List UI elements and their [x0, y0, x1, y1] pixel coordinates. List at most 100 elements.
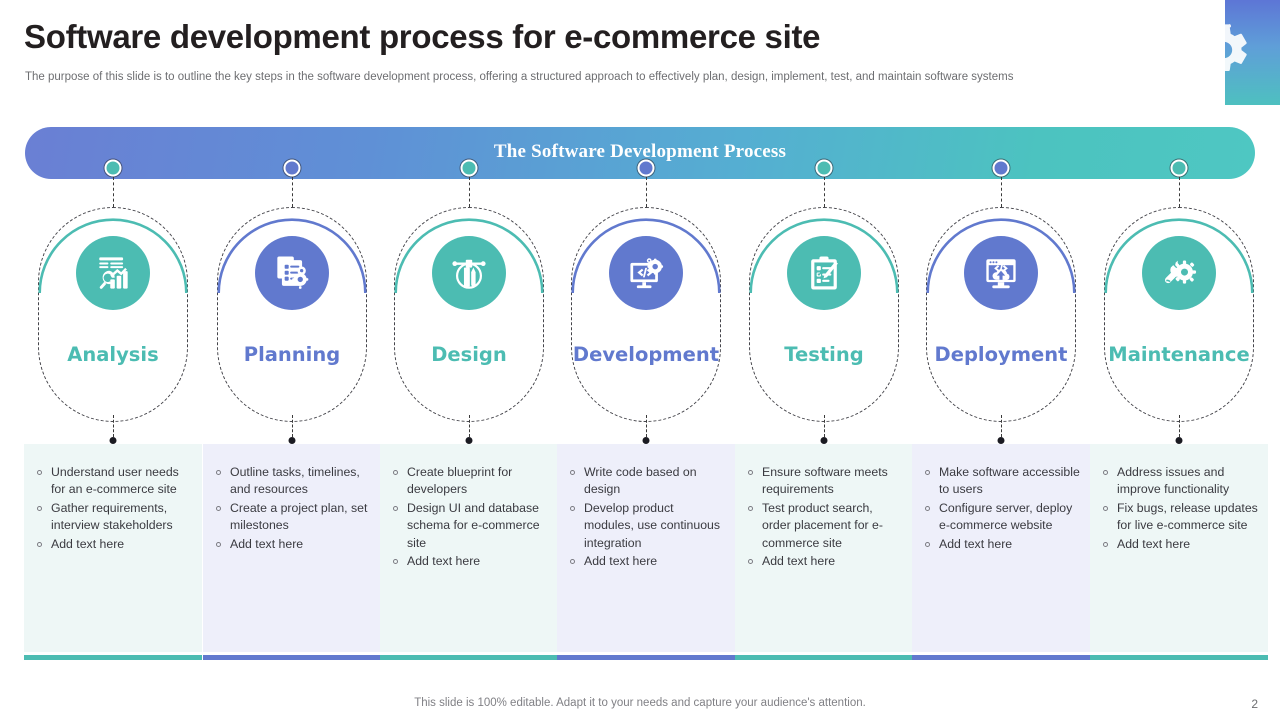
- banner-connector-dot: [283, 159, 301, 177]
- stage-label: Analysis: [67, 343, 159, 366]
- stage-card-accent-bar: [380, 655, 558, 660]
- page-subtitle: The purpose of this slide is to outline …: [25, 71, 1014, 83]
- stage-bullet-item: Add text here: [1098, 536, 1258, 553]
- connector-dashed-line: [1001, 177, 1002, 207]
- stage-bullet-item: Create a project plan, set milestones: [211, 500, 371, 535]
- banner-connector-dot: [104, 159, 122, 177]
- analysis-chart-magnifier-icon: [76, 236, 150, 310]
- card-dashed-line: [824, 415, 825, 437]
- connector-dashed-line: [292, 177, 293, 207]
- stage-bullet-item: Add text here: [32, 536, 192, 553]
- stage-bullet-item: Test product search, order placement for…: [743, 500, 903, 552]
- card-dashed-line: [292, 415, 293, 437]
- page-number: 2: [1251, 697, 1258, 711]
- stage-label: Maintenance: [1108, 343, 1250, 366]
- stage-bullet-item: Write code based on design: [565, 464, 725, 499]
- stage-label: Design: [431, 343, 507, 366]
- stage-card-accent-bar: [912, 655, 1090, 660]
- stage-oval-top-arc: [571, 218, 721, 293]
- card-dashed-line: [1001, 415, 1002, 437]
- stage-label: Development: [572, 343, 720, 366]
- stage-oval-top-arc: [926, 218, 1076, 293]
- banner-connector-dot: [992, 159, 1010, 177]
- stage-bullet-item: Add text here: [920, 536, 1080, 553]
- stage-bullet-item: Make software accessible to users: [920, 464, 1080, 499]
- stage-bullet-item: Create blueprint for developers: [388, 464, 548, 499]
- stage-bullet-item: Add text here: [565, 553, 725, 570]
- stage-card-body: Address issues and improve functionality…: [1090, 444, 1268, 652]
- stage-bullet-item: Configure server, deploy e-commerce webs…: [920, 500, 1080, 535]
- ruler-pen-design-icon: [432, 236, 506, 310]
- process-banner-title: The Software Development Process: [493, 141, 787, 162]
- card-connector-dot: [109, 437, 117, 444]
- stage-oval-top-arc: [1104, 218, 1254, 293]
- stage-card-body: Understand user needs for an e-commerce …: [24, 444, 202, 652]
- page-title: Software development process for e-comme…: [24, 18, 821, 55]
- stage-bullet-item: Add text here: [211, 536, 371, 553]
- stage-bullet-item: Add text here: [743, 553, 903, 570]
- card-dashed-line: [469, 415, 470, 437]
- card-dashed-line: [113, 415, 114, 437]
- footer-note: This slide is 100% editable. Adapt it to…: [414, 697, 866, 709]
- stage-bullet-item: Understand user needs for an e-commerce …: [32, 464, 192, 499]
- stage-oval-top-arc: [394, 218, 544, 293]
- stage-card[interactable]: Address issues and improve functionality…: [1090, 415, 1268, 666]
- gear-icon: [1196, 22, 1252, 78]
- stage-bullet-item: Develop product modules, use continuous …: [565, 500, 725, 552]
- card-connector-dot: [465, 437, 473, 444]
- card-connector-dot: [1175, 437, 1183, 444]
- monitor-cloud-upload-icon: [964, 236, 1038, 310]
- connector-dashed-line: [824, 177, 825, 207]
- stage-bullet-item: Address issues and improve functionality: [1098, 464, 1258, 499]
- card-dashed-line: [1179, 415, 1180, 437]
- stage-bullet-item: Outline tasks, timelines, and resources: [211, 464, 371, 499]
- connector-dashed-line: [113, 177, 114, 207]
- card-connector-dot: [820, 437, 828, 444]
- banner-connector-dot: [1170, 159, 1188, 177]
- wrench-gear-icon: [1142, 236, 1216, 310]
- banner-connector-dot: [637, 159, 655, 177]
- stage-label: Planning: [243, 343, 341, 366]
- card-connector-dot: [642, 437, 650, 444]
- stage-bullet-item: Fix bugs, release updates for live e-com…: [1098, 500, 1258, 535]
- stage-oval-outline: [1104, 207, 1254, 422]
- stage-card-accent-bar: [1090, 655, 1268, 660]
- connector-dashed-line: [1179, 177, 1180, 207]
- stage-card[interactable]: Understand user needs for an e-commerce …: [24, 415, 202, 666]
- stage-card-accent-bar: [24, 655, 202, 660]
- card-connector-dot: [997, 437, 1005, 444]
- stage-label: Deployment: [934, 343, 1068, 366]
- stage-oval-top-arc: [749, 218, 899, 293]
- stage-card-accent-bar: [203, 655, 381, 660]
- banner-connector-dot: [460, 159, 478, 177]
- card-dashed-line: [646, 415, 647, 437]
- slide-header: Software development process for e-comme…: [0, 0, 1280, 112]
- stage-bullet-item: Gather requirements, interview stakehold…: [32, 500, 192, 535]
- stage-bullet-item: Ensure software meets requirements: [743, 464, 903, 499]
- card-connector-dot: [288, 437, 296, 444]
- clipboard-checklist-pen-icon: [787, 236, 861, 310]
- connector-dashed-line: [469, 177, 470, 207]
